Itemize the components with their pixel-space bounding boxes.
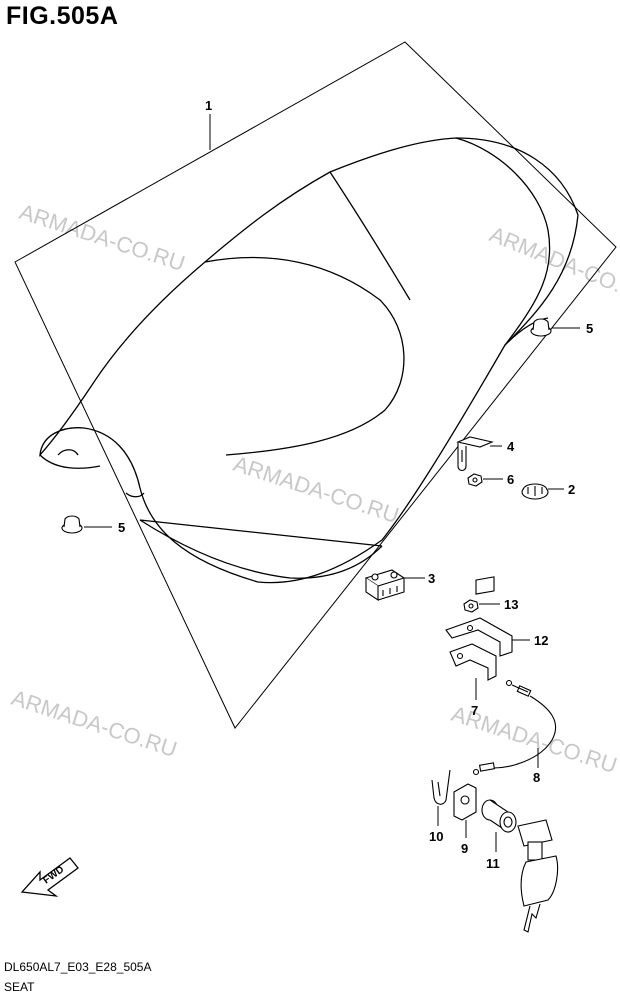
section-name: SEAT — [4, 980, 35, 994]
callout-number: 11 — [486, 856, 500, 871]
figure-title: FIG.505A — [6, 2, 119, 30]
callout-number: 13 — [504, 597, 518, 612]
callout-number: 10 — [429, 829, 443, 844]
forward-arrow-icon: FWD — [20, 857, 79, 897]
callout-number: 2 — [568, 482, 575, 497]
callout-number: 4 — [507, 439, 515, 454]
latch-part — [449, 576, 497, 681]
clip-part — [431, 769, 451, 805]
callout-number: 6 — [507, 472, 514, 487]
lock-cylinder-part — [481, 799, 517, 834]
cable-part — [472, 679, 557, 776]
figure-code: DL650AL7_E03_E28_505A — [4, 960, 152, 974]
assembly-boundary — [14, 41, 617, 729]
cushion-block-part — [364, 569, 406, 602]
watermark-text: ARMADA-CO.RU — [230, 451, 402, 528]
callout-number: 9 — [461, 841, 468, 856]
grommet-part — [61, 515, 83, 534]
watermark-text: ARMADA-CO.RU — [8, 685, 180, 762]
callout-number: 12 — [534, 633, 548, 648]
callout-number: 1 — [205, 98, 212, 113]
watermark-text: ARMADA-CO.RU — [16, 199, 188, 276]
grommet-part — [530, 318, 552, 337]
plate-part — [445, 617, 513, 657]
nut-part — [467, 473, 483, 487]
watermark-text: ARMADA-CO.RU — [486, 221, 620, 309]
cushion-part — [521, 483, 549, 500]
callout-number: 8 — [533, 770, 540, 785]
callout-layer: 1 5 4 6 2 5 3 13 12 7 8 10 9 11 — [118, 98, 593, 871]
callout-number: 7 — [471, 703, 478, 718]
callout-number: 5 — [118, 520, 125, 535]
bracket-part — [456, 436, 494, 472]
callout-number: 5 — [586, 321, 593, 336]
callout-number: 3 — [428, 571, 435, 586]
key-part — [517, 819, 559, 933]
lock-plate-part — [453, 783, 477, 821]
nut-part — [463, 599, 479, 613]
seat-illustration — [39, 137, 579, 584]
